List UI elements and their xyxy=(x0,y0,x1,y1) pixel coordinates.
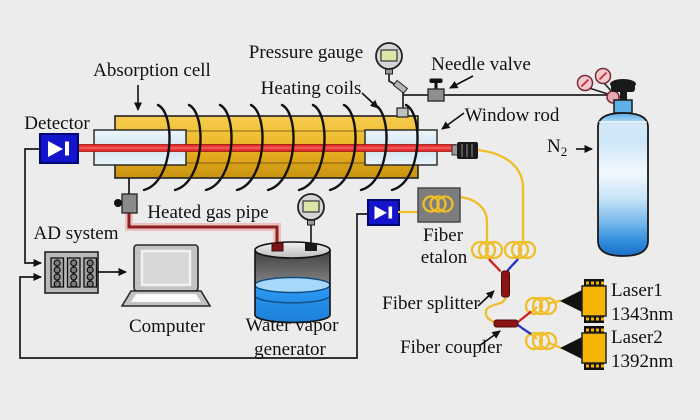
detector-label: Detector xyxy=(24,113,90,134)
fiber-coil-etalon xyxy=(470,240,504,260)
tank-gauge-icon xyxy=(297,193,325,243)
computer-label: Computer xyxy=(129,316,205,337)
laser-beam xyxy=(77,144,457,152)
fiber-etalon-label-line2: etalon xyxy=(420,247,468,268)
detector2-icon xyxy=(367,199,400,226)
fiber-etalon-icon xyxy=(417,187,461,223)
fiber-paths xyxy=(398,148,562,350)
fiber-coil-laser2 xyxy=(524,331,558,351)
water-vapor-generator-icon xyxy=(254,193,331,324)
computer-icon xyxy=(120,244,212,307)
fiber-coupler-label: Fiber coupler xyxy=(400,337,502,358)
heating-coils xyxy=(142,103,419,192)
fiber-splitter-icon xyxy=(488,258,519,298)
heated-gas-pipe xyxy=(114,178,281,243)
laser2-wavelength-label: 1392nm xyxy=(611,351,674,372)
ad-system-icon xyxy=(44,251,99,294)
fiber-coil-icons xyxy=(470,240,558,351)
pressure-gauge-icon xyxy=(375,42,403,75)
detector1-icon xyxy=(39,133,79,164)
window-rod-label: Window rod xyxy=(464,105,560,126)
pressure-gauge-label: Pressure gauge xyxy=(248,42,364,63)
gas-regulator-icon xyxy=(576,67,624,104)
needle-valve-label: Needle valve xyxy=(431,54,531,75)
label-arrows xyxy=(134,75,593,347)
heating-coils-label: Heating coils xyxy=(260,78,362,99)
absorption-cell-label: Absorption cell xyxy=(93,60,211,81)
laser1-icon xyxy=(560,279,607,323)
fiber-coupler-icon xyxy=(493,310,532,335)
water-vapor-label-line2: generator xyxy=(254,339,326,360)
needle-valve-icon xyxy=(427,78,445,102)
n2-label: N2 xyxy=(547,136,568,159)
water-vapor-label-line1: Water vapor xyxy=(245,315,339,336)
n2-cylinder xyxy=(597,79,649,257)
laser2-icon xyxy=(560,326,607,370)
laser1-wavelength-label: 1343nm xyxy=(611,304,674,325)
fiber-coil-window xyxy=(503,240,537,260)
fiber-splitter-label: Fiber splitter xyxy=(382,293,480,314)
laser2-name-label: Laser2 xyxy=(611,327,663,348)
heated-gas-pipe-label: Heated gas pipe xyxy=(147,202,269,223)
fiber-connector-icon xyxy=(451,142,478,159)
fiber-etalon-label-line1: Fiber xyxy=(422,225,464,246)
laser1-name-label: Laser1 xyxy=(611,280,663,301)
signal-wires xyxy=(19,148,368,359)
cell-valve-icon xyxy=(114,193,138,214)
fiber-coil-laser1 xyxy=(524,296,558,316)
ad-system-label: AD system xyxy=(33,223,119,244)
